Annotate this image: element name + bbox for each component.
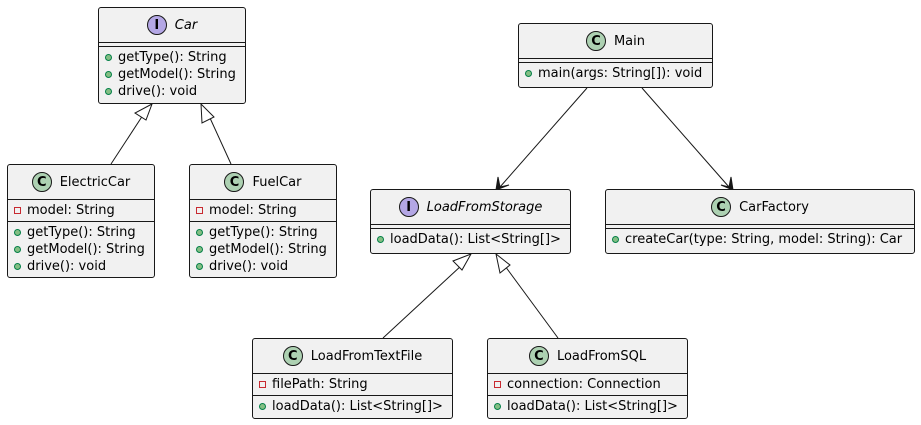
public-visibility-icon [105,88,112,95]
public-visibility-icon [525,70,532,77]
method-item: main(args: String[]): void [519,65,712,82]
private-visibility-icon [494,381,501,388]
fields-section: model: String [8,200,154,221]
private-visibility-icon [196,207,203,214]
edge-main-loadfromstorage [499,87,588,188]
method-item: getType(): String [8,224,154,241]
class-badge-icon: C [282,346,303,366]
methods-section: getType(): String getModel(): String dri… [190,221,336,277]
class-header: C FuelCar [190,165,336,200]
edge-loadfromtextfile-loadfromstorage [382,264,463,339]
methods-section: getType(): String getModel(): String dri… [99,46,245,102]
public-visibility-icon [14,263,21,270]
method-item: drive(): void [99,83,245,100]
class-badge-icon: C [528,346,549,366]
fields-section: connection: Connection [488,374,687,395]
class-loadfromstorage[interactable]: I LoadFromStorage loadData(): List<Strin… [370,189,571,254]
methods-section: loadData(): List<String[]> [371,228,570,250]
class-name: CarFactory [739,199,809,215]
public-visibility-icon [196,246,203,253]
method-item: createCar(type: String, model: String): … [606,231,914,248]
edge-loadfromsql-loadfromstorage [504,265,559,339]
class-header: I LoadFromStorage [371,190,570,225]
private-visibility-icon [259,381,266,388]
public-visibility-icon [105,54,112,61]
arrowhead-main-loadfromstorage [495,176,510,191]
class-main[interactable]: C Main main(args: String[]): void [518,23,713,88]
edge-main-carfactory [641,87,730,188]
public-visibility-icon [196,263,203,270]
public-visibility-icon [14,229,21,236]
private-visibility-icon [14,207,21,214]
field-item: connection: Connection [488,376,687,393]
method-item: getModel(): String [190,241,336,258]
class-badge-icon: C [711,197,732,217]
public-visibility-icon [14,246,21,253]
public-visibility-icon [612,236,619,243]
class-name: Main [613,33,646,49]
arrowhead-loadfromsql-loadfromstorage [495,252,511,274]
method-item: loadData(): List<String[]> [371,231,570,248]
class-header: C LoadFromTextFile [253,339,452,374]
public-visibility-icon [196,229,203,236]
class-name: Car [174,17,198,33]
class-name: LoadFromTextFile [310,348,423,364]
edge-fuelcar-car [209,117,232,165]
methods-section: createCar(type: String, model: String): … [606,228,914,250]
class-header: C CarFactory [606,190,914,225]
class-carfactory[interactable]: C CarFactory createCar(type: String, mod… [605,189,915,254]
class-header: C ElectricCar [8,165,154,200]
class-header: I Car [99,8,245,43]
interface-badge-icon: I [398,197,419,217]
methods-section: main(args: String[]): void [519,62,712,84]
class-electriccar[interactable]: C ElectricCar model: String getType(): S… [7,164,155,278]
class-loadfromtextfile[interactable]: C LoadFromTextFile filePath: String load… [252,338,453,419]
field-item: model: String [8,202,154,219]
method-item: loadData(): List<String[]> [488,398,687,415]
fields-section: model: String [190,200,336,221]
method-item: getModel(): String [8,241,154,258]
fields-section: filePath: String [253,374,452,395]
class-header: C Main [519,24,712,59]
arrowhead-fuelcar-car [200,102,215,124]
class-badge-icon: C [224,172,245,192]
class-fuelcar[interactable]: C FuelCar model: String getType(): Strin… [189,164,337,278]
edge-electriccar-car [110,111,146,165]
method-item: getType(): String [99,49,245,66]
class-name: FuelCar [252,174,302,190]
arrowhead-loadfromtextfile-loadfromstorage [452,253,473,271]
class-header: C LoadFromSQL [488,339,687,374]
method-item: drive(): void [8,258,154,275]
class-badge-icon: C [31,172,52,192]
public-visibility-icon [377,236,384,243]
method-item: drive(): void [190,258,336,275]
interface-badge-icon: I [146,15,167,35]
method-item: loadData(): List<String[]> [253,398,452,415]
arrowhead-main-carfactory [720,176,734,191]
class-name: LoadFromSQL [556,348,647,364]
field-item: filePath: String [253,376,452,393]
class-car[interactable]: I Car getType(): String getModel(): Stri… [98,7,246,104]
class-name: ElectricCar [59,174,131,190]
public-visibility-icon [105,71,112,78]
class-badge-icon: C [585,31,606,51]
public-visibility-icon [259,403,266,410]
methods-section: loadData(): List<String[]> [253,395,452,417]
methods-section: getType(): String getModel(): String dri… [8,221,154,277]
method-item: getType(): String [190,224,336,241]
class-name: LoadFromStorage [426,199,543,215]
methods-section: loadData(): List<String[]> [488,395,687,417]
field-item: model: String [190,202,336,219]
public-visibility-icon [494,403,501,410]
arrowhead-electriccar-car [134,102,153,121]
class-loadfromsql[interactable]: C LoadFromSQL connection: Connection loa… [487,338,688,419]
method-item: getModel(): String [99,66,245,83]
